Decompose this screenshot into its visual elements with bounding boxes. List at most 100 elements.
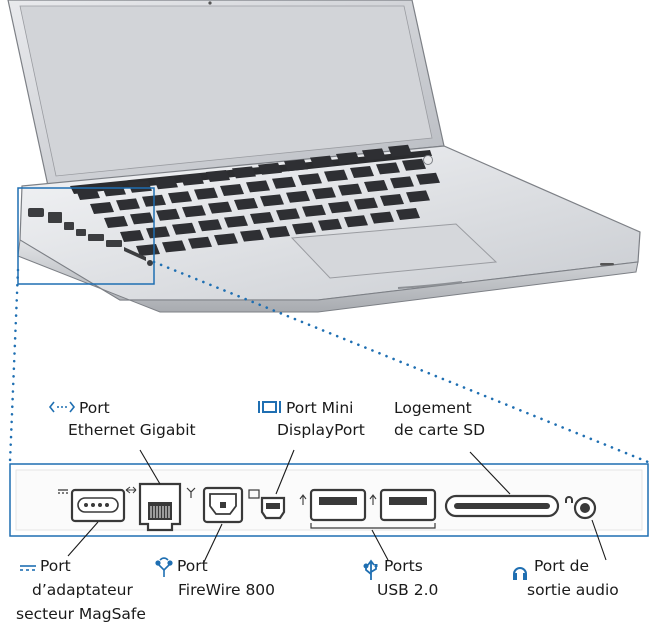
leader-lines: [67, 449, 607, 563]
leader-audio: [591, 519, 607, 561]
keyboard-key: [194, 187, 218, 200]
keyboard-key: [246, 180, 270, 193]
keyboard-key: [402, 158, 426, 171]
usb-label-line1: Ports: [384, 557, 423, 575]
keyboard-key: [344, 215, 368, 228]
audio-label-line2: sortie audio: [527, 581, 619, 599]
keyboard-key: [376, 162, 400, 175]
usb-port-1: [299, 488, 367, 522]
keyboard-key: [362, 148, 386, 161]
keyboard-key: [350, 166, 374, 178]
leader-ethernet: [139, 449, 161, 485]
keyboard-key: [102, 184, 126, 197]
keyboard-key: [168, 191, 192, 204]
keyboard-key: [312, 187, 336, 200]
front-notch: [397, 281, 463, 289]
sd-card-slot: [444, 494, 560, 518]
ethernet-label-line2: Ethernet Gigabit: [68, 421, 196, 439]
keyboard-key: [302, 204, 326, 217]
sd-label-line1: Logement: [394, 399, 472, 417]
keyboard-key: [396, 208, 420, 220]
audio-out-port: [565, 496, 597, 520]
keyboard-key: [380, 194, 404, 206]
leader-magsafe: [67, 521, 99, 557]
mini-displayport-icon: [258, 401, 281, 413]
keyboard-key: [206, 170, 230, 182]
keyboard-key: [182, 205, 206, 218]
port-area-highlight: [17, 187, 155, 285]
leader-minidp: [275, 449, 295, 495]
keyboard-key: [234, 198, 258, 210]
magsafe-label-line3: secteur MagSafe: [16, 605, 146, 623]
keyboard-key: [188, 236, 212, 249]
keyboard-key: [328, 201, 352, 214]
keyboard-key: [172, 222, 196, 235]
keyboard-key: [354, 197, 378, 210]
zoom-line-right: [152, 260, 650, 464]
sleep-indicator-light: [600, 263, 614, 266]
keyboard-key: [286, 190, 310, 203]
keyboard-key: [284, 159, 308, 172]
leader-firewire: [203, 523, 223, 563]
keyboard: [76, 144, 440, 256]
keyboard-key: [370, 211, 394, 224]
keyboard-key: [220, 184, 244, 196]
keyboard-key: [154, 177, 178, 190]
keyboard-key: [336, 152, 360, 164]
keyboard-key: [76, 188, 100, 200]
firewire-port: [186, 486, 244, 524]
mini-displayport-port: [248, 489, 286, 520]
keyboard-key: [260, 194, 284, 207]
sd-label-line2: de carte SD: [394, 421, 486, 439]
ethernet-icon: [48, 401, 76, 413]
headphones-icon: [513, 567, 527, 580]
keyboard-key: [390, 176, 414, 189]
magsafe-label-line2: d’adaptateur: [32, 581, 133, 599]
keyboard-key: [276, 208, 300, 221]
keyboard-key: [338, 183, 362, 196]
display-glass: [19, 5, 433, 177]
keyboard-key: [90, 202, 114, 214]
keyboard-key: [156, 208, 180, 221]
leader-sd: [469, 451, 511, 495]
keyboard-key: [198, 219, 222, 232]
firewire-icon: [155, 557, 173, 577]
keyboard-key: [364, 180, 388, 192]
keyboard-key: [104, 216, 128, 228]
keyboard-key: [324, 169, 348, 182]
macbook-laptop: [7, 0, 641, 313]
keyboard-key: [310, 155, 334, 168]
ethernet-label-line1: Port: [79, 399, 110, 417]
side-edge: [17, 239, 639, 313]
keyboard-key: [406, 190, 430, 203]
usb-port-2: [369, 488, 437, 522]
keyboard-key: [250, 212, 274, 224]
keyboard-key: [180, 173, 204, 186]
zoom-line-left: [8, 268, 20, 464]
keyboard-key: [146, 226, 170, 239]
leader-usb: [371, 529, 389, 561]
firewire-label-line2: FireWire 800: [178, 581, 276, 599]
power-dc-icon: [20, 565, 36, 571]
minidp-label-line1: Port Mini: [286, 399, 354, 417]
keyboard-key: [240, 229, 264, 242]
usb-icon: [363, 559, 378, 580]
keyboard-key: [116, 198, 140, 211]
power-button: [423, 155, 433, 165]
keyboard-key: [258, 162, 282, 175]
keyboard-key: [162, 240, 186, 253]
usb-label-line2: USB 2.0: [377, 581, 439, 599]
camera: [208, 1, 212, 5]
laptop-side-ports: [28, 208, 153, 266]
audio-label-line1: Port de: [534, 557, 590, 575]
keyboard-key: [416, 172, 440, 185]
firewire-label-line1: Port: [177, 557, 208, 575]
magsafe-port: [58, 486, 137, 523]
keyboard-key: [128, 180, 152, 193]
usb-bracket: [310, 523, 436, 529]
keyboard-key: [224, 215, 248, 228]
keyboard-key: [318, 218, 342, 231]
minidp-label-line2: DisplayPort: [277, 421, 365, 439]
keyboard-key: [120, 230, 144, 242]
